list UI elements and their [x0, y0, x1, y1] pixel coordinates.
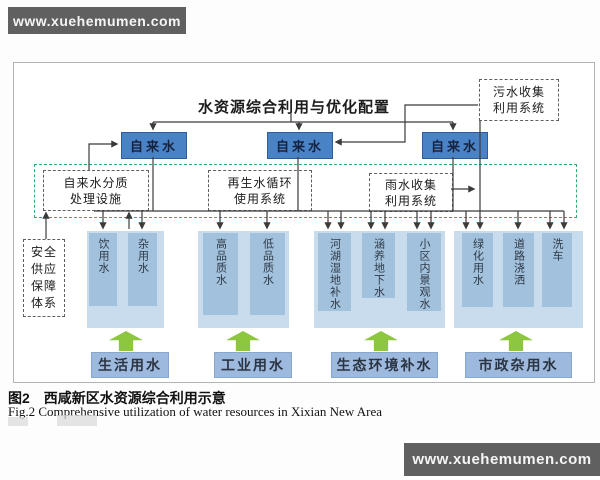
up-arrow-icon-municipal [499, 331, 533, 351]
recycled-line-1: 再生水循环 [227, 175, 293, 190]
tap-water-box-3: 自来水 [422, 132, 488, 159]
safety-line-2: 供应 [30, 262, 57, 276]
usage-box-ecological: 生态环境补水 [331, 352, 438, 378]
rainwater-line-2: 利用系统 [384, 193, 437, 208]
column-car-washing: 洗车 [542, 233, 572, 307]
column-low-quality-water: 低品质水 [250, 233, 285, 315]
safety-line-3: 保障 [30, 279, 57, 293]
column-road-sprinkling: 道路浇洒 [503, 233, 534, 307]
up-arrow-icon-ecological [364, 331, 398, 351]
tap-water-box-1: 自来水 [121, 132, 187, 159]
safety-supply-system-box: 安全 供应 保障 体系 [23, 239, 65, 317]
safety-line-4: 体系 [30, 296, 57, 310]
caption-chinese: 图2 西咸新区水资源综合利用示意 [8, 390, 226, 406]
column-greening-water: 绿化用水 [462, 233, 493, 307]
column-landscape-water: 小区内景观水 [407, 233, 441, 311]
sewage-collection-system-box: 污水收集 利用系统 [479, 79, 559, 121]
sewage-line-2: 利用系统 [492, 101, 545, 115]
column-drinking-water: 饮用水 [89, 233, 117, 306]
tap-water-treatment-system-box: 自来水分质 处理设施 [43, 170, 149, 211]
treatment-line-1: 自来水分质 [63, 175, 129, 190]
watermark-top-left: www.xuehemumen.com [8, 7, 186, 34]
usage-box-domestic: 生活用水 [91, 352, 169, 378]
usage-box-industrial: 工业用水 [214, 352, 292, 378]
diagram-title: 水资源综合利用与优化配置 [198, 99, 391, 116]
rainwater-line-1: 雨水收集 [384, 177, 437, 192]
up-arrow-icon-industrial [226, 331, 260, 351]
recycled-water-system-box: 再生水循环 使用系统 [208, 170, 312, 211]
watermark-bottom-right: www.xuehemumen.com [404, 443, 600, 476]
artifact-smudge [8, 417, 28, 426]
caption-english: Fig.2 Comprehensive utilization of water… [8, 404, 383, 419]
column-misc-water: 杂用水 [128, 233, 157, 306]
systems-dashed-container [34, 164, 577, 218]
treatment-line-2: 处理设施 [69, 191, 122, 206]
rainwater-system-box: 雨水收集 利用系统 [369, 173, 453, 212]
tap-water-box-2: 自来水 [267, 132, 333, 159]
column-high-quality-water: 高品质水 [203, 233, 238, 315]
diagram-frame: 水资源综合利用与优化配置 污水收集 利用系统 自来水 自来水 自来水 自来水分质… [13, 62, 595, 383]
column-wetland-replenish-water: 河湖湿地补水 [318, 233, 351, 311]
artifact-smudge [57, 415, 97, 426]
recycled-line-2: 使用系统 [233, 191, 286, 206]
up-arrow-icon-domestic [109, 331, 143, 351]
usage-box-municipal: 市政杂用水 [465, 352, 572, 378]
sewage-line-1: 污水收集 [492, 85, 545, 99]
column-groundwater-recharge: 涵养地下水 [362, 233, 395, 298]
safety-line-1: 安全 [30, 245, 57, 259]
